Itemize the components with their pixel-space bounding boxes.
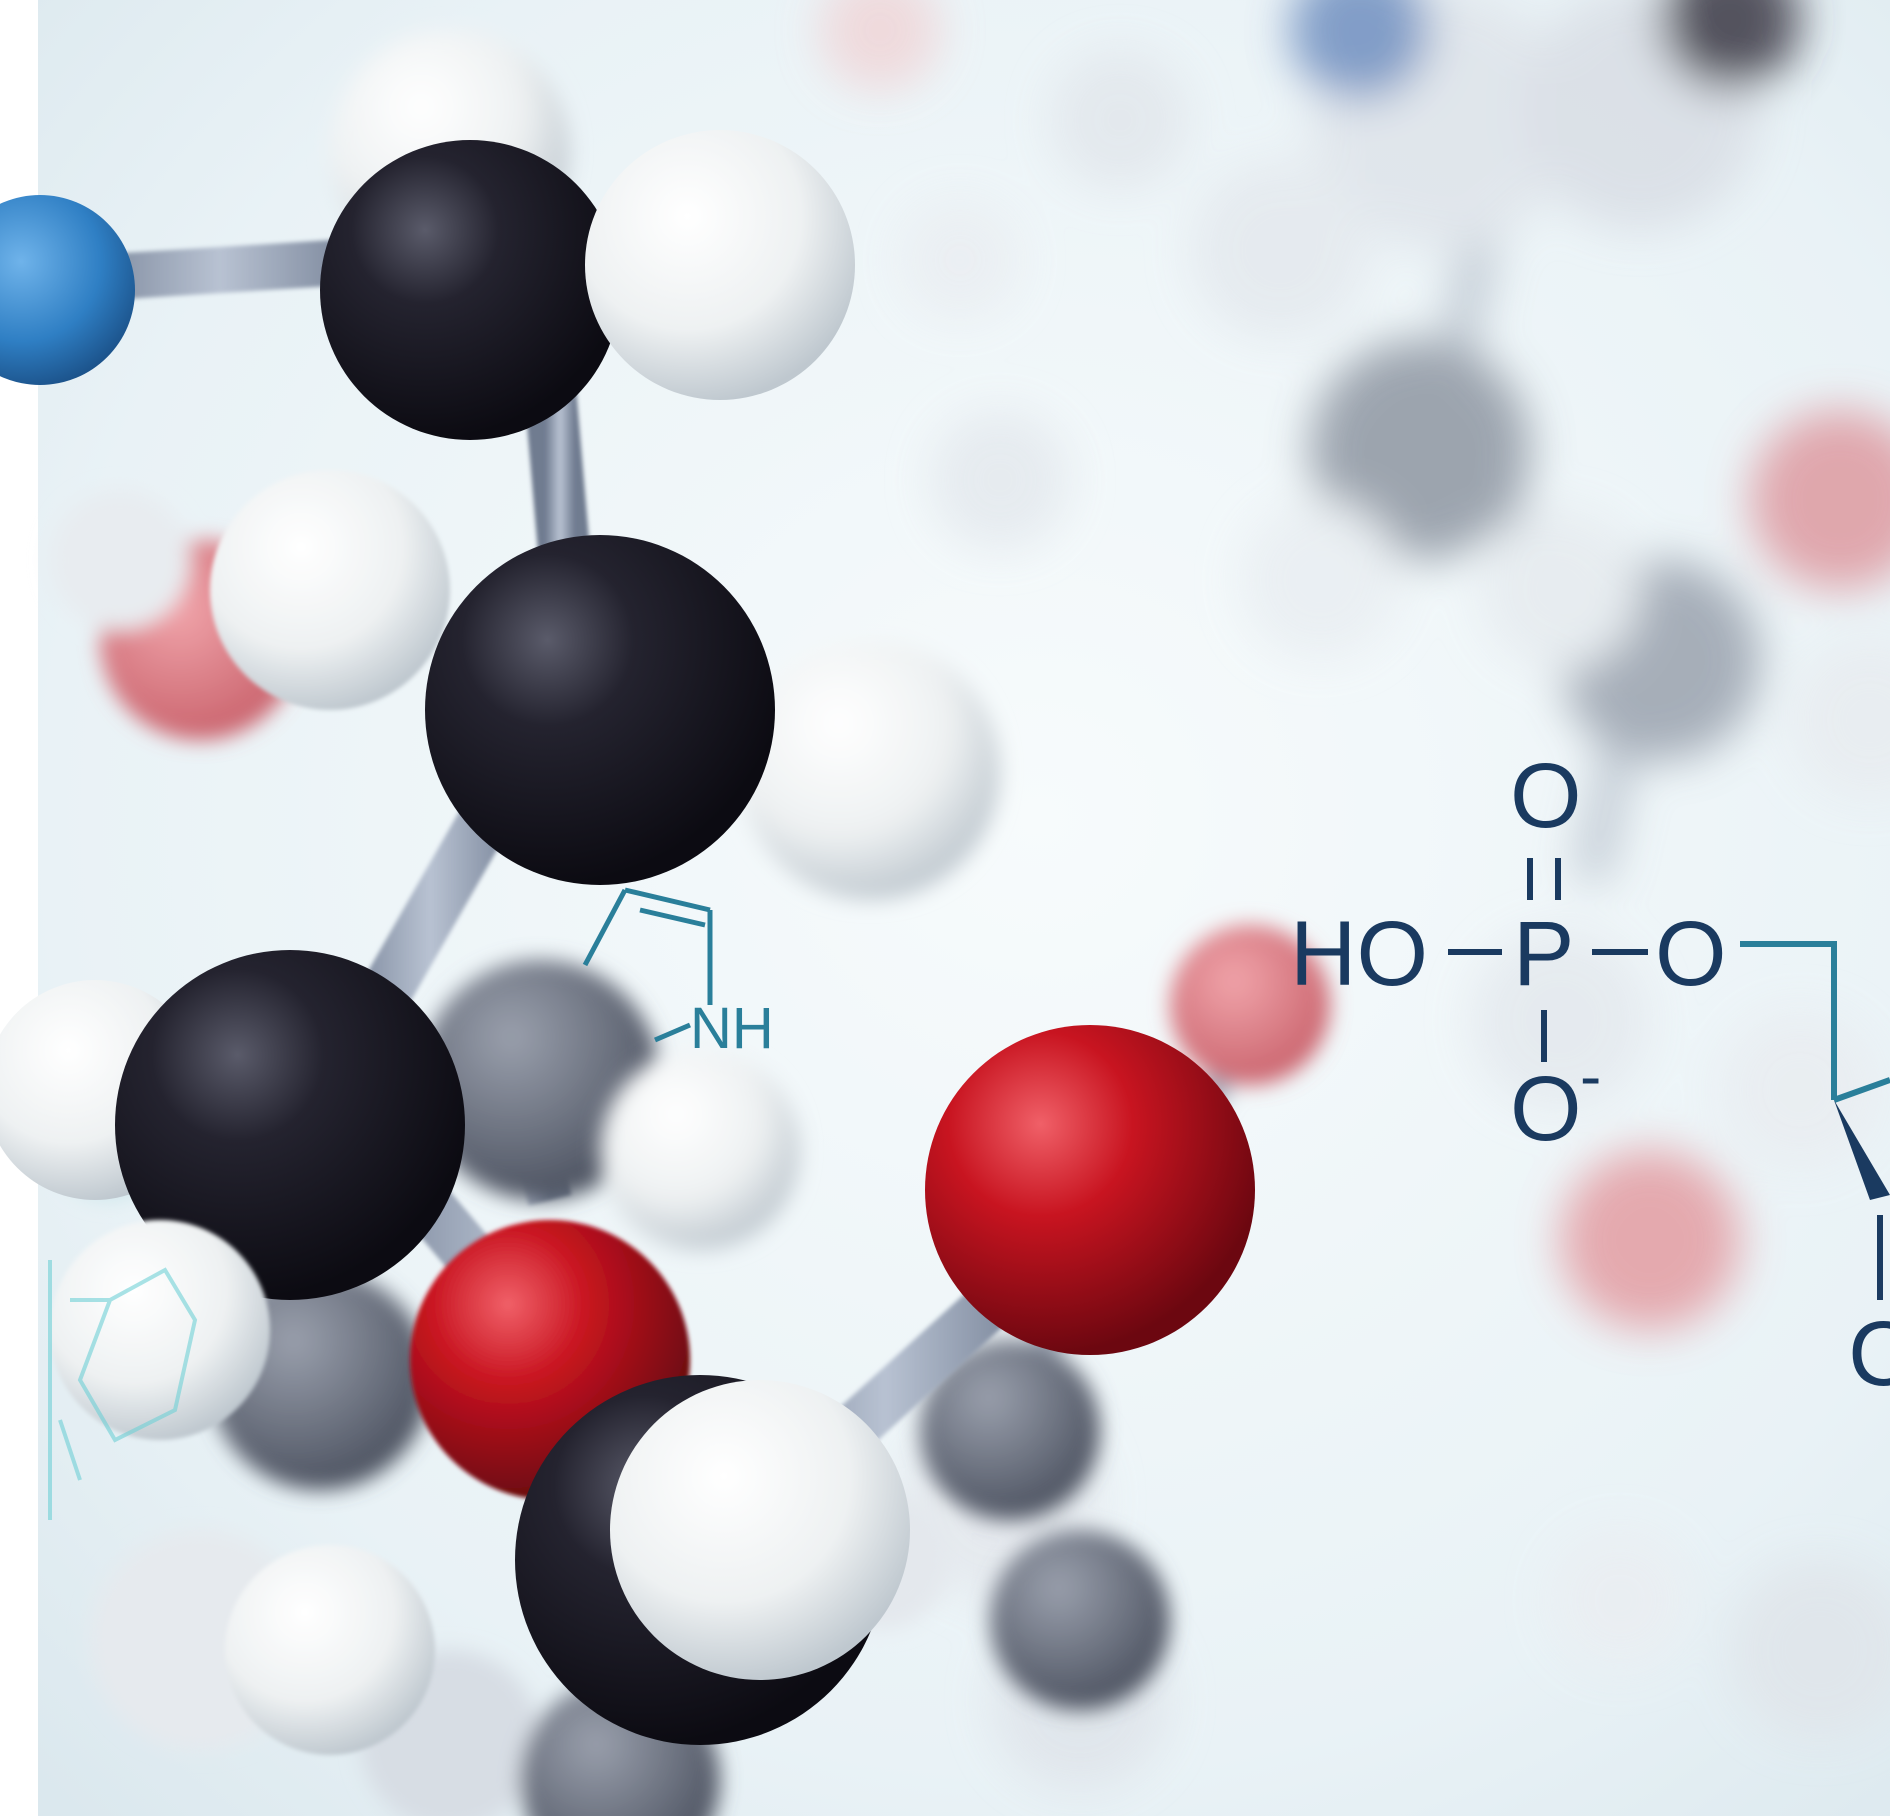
formula-o-top: O	[1510, 745, 1582, 847]
nitrogen-atom	[0, 195, 135, 385]
ring-bond-diagonal	[1832, 1077, 1890, 1103]
formula-o-cut: C	[1848, 1303, 1890, 1405]
formula-ho: HO	[1290, 903, 1428, 1005]
hydrogen-atom	[740, 640, 1000, 900]
formula-p: P	[1513, 903, 1574, 1005]
hydrogen-atom	[225, 1545, 435, 1755]
carbon-atom	[320, 140, 620, 440]
hydrogen-atom	[610, 1380, 910, 1680]
ring-bonds	[1740, 941, 1837, 1100]
phosphate-formula: HO P O O O - C	[1290, 745, 1890, 1405]
hydrogen-atom	[585, 130, 855, 400]
carbon-atom-dim	[420, 960, 660, 1200]
carbon-atom	[115, 950, 465, 1300]
hydrogen-atom	[600, 1050, 800, 1250]
pyrrole-nh-label: NH	[690, 996, 774, 1061]
carbon-atom	[425, 535, 775, 885]
oxygen-atom	[925, 1025, 1255, 1355]
foreground-atoms	[0, 30, 1255, 1755]
faint-ring-formula	[48, 1260, 198, 1520]
pyrrole-ring	[582, 887, 713, 1043]
formula-o-right: O	[1655, 903, 1727, 1005]
formula-o-bottom: O	[1510, 1058, 1582, 1160]
formula-minus-charge: -	[1580, 1040, 1601, 1112]
wedge-bond	[1834, 1100, 1890, 1200]
hydrogen-atom	[210, 470, 450, 710]
hydrogen-atom	[50, 1220, 270, 1440]
